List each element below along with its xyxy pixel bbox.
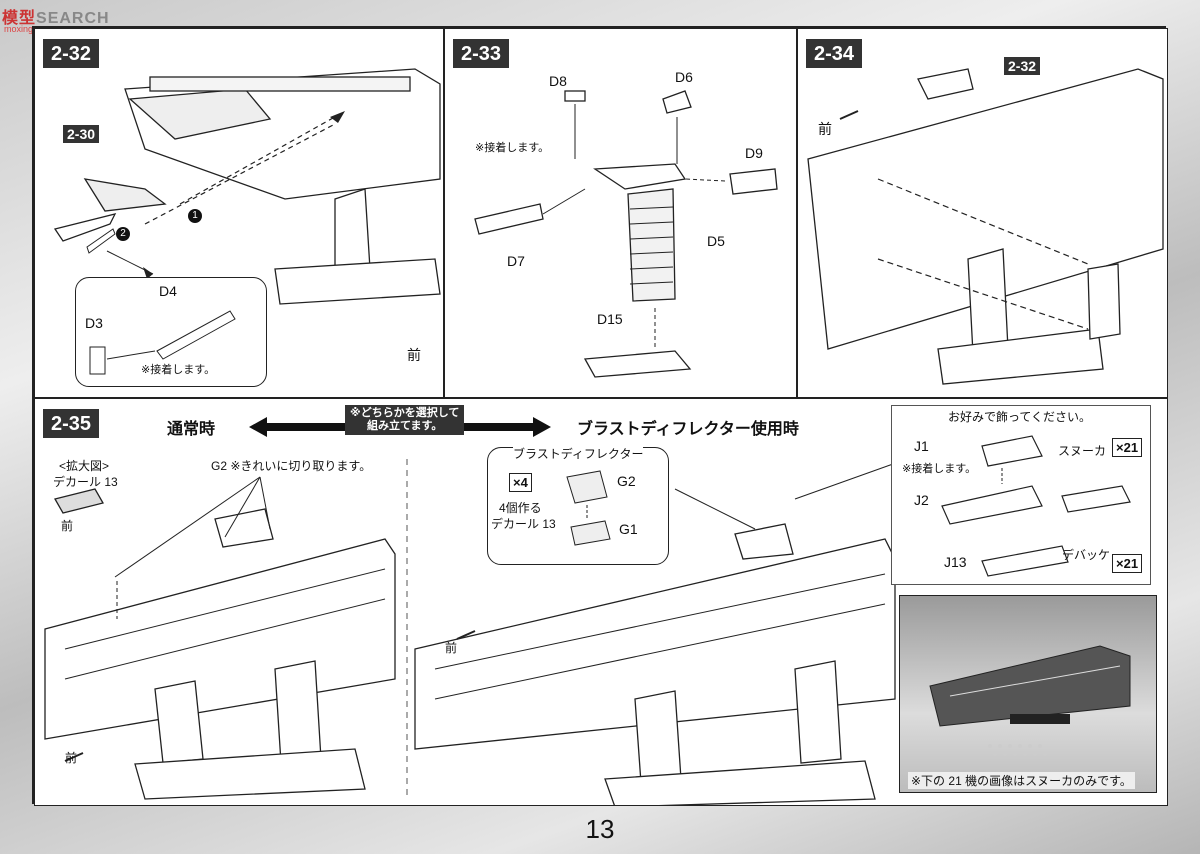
decor-note: お好みで飾ってください。 (948, 410, 1092, 424)
qty-x4: ×4 (509, 473, 532, 492)
part-d5: D5 (707, 233, 725, 249)
panel-step-2-33: 2-33 D8 (444, 28, 797, 398)
deflector-parts (566, 470, 611, 546)
step-number: 2-32 (43, 39, 100, 68)
qty-debakke: ×21 (1112, 554, 1143, 573)
label-normal: 通常時 (167, 421, 216, 438)
completed-model-photo: ※下の 21 機の画像はスヌーカのみです。 (899, 595, 1157, 793)
deflector-callout (487, 447, 669, 565)
marker-1: 1 (187, 207, 202, 224)
step-number: 2-34 (806, 39, 863, 68)
choose-note: ※どちらかを選択して 組み立てます。 (345, 405, 465, 435)
part-d9: D9 (745, 145, 763, 161)
panel-step-2-32: 2-32 2-30 1 2 D3 (34, 28, 444, 398)
part-d6: D6 (675, 69, 693, 85)
part-g2: G2 (617, 473, 636, 489)
part-d7: D7 (507, 253, 525, 269)
bridge-drawing (474, 90, 778, 378)
fighters-drawing (941, 435, 1131, 577)
enlarged-label: <拡大図> (59, 459, 110, 473)
glue-note: ※接着します。 (141, 364, 216, 376)
part-d8: D8 (549, 73, 567, 89)
ships-drawing (44, 448, 1056, 805)
optional-box: お好みで飾ってください。 J1 ※接着します。 J2 J13 スヌーカ ×21 … (891, 405, 1151, 585)
deflector-title: ブラストディフレクター (513, 445, 644, 462)
part-d15: D15 (597, 311, 623, 327)
page-number: 13 (585, 814, 615, 844)
qty-snuka: ×21 (1112, 438, 1143, 457)
part-g1: G1 (619, 521, 638, 537)
glue-note: ※接着します。 (475, 142, 550, 154)
make-4-label: 4個作る (499, 501, 542, 515)
watermark-search: SEARCH (36, 10, 110, 27)
part-d3: D3 (85, 315, 103, 331)
ship-drawing (807, 68, 1164, 385)
instruction-sheet: 2-32 2-30 1 2 D3 (32, 26, 1168, 806)
part-j1: J1 (914, 438, 929, 454)
step-number: 2-35 (43, 409, 100, 438)
front-label-right: 前 (445, 641, 458, 655)
snuka-label: スヌーカ (1058, 444, 1107, 458)
front-label-detail: 前 (61, 519, 74, 533)
g2-note: G2 ※きれいに切り取ります。 (211, 459, 372, 473)
watermark-brand: 模型 (2, 10, 37, 27)
photo-caption: ※下の 21 機の画像はスヌーカのみです。 (908, 772, 1135, 789)
watermark: 模型SEARCH (2, 4, 110, 28)
label-ref-2-32: 2-32 (1004, 57, 1041, 75)
panel-step-2-34: 2-34 2-32 前 (797, 28, 1168, 398)
decal-13-label: デカール 13 (53, 475, 118, 489)
decal-13-label-2: デカール 13 (491, 517, 556, 531)
part-j13: J13 (944, 554, 967, 570)
glue-note: ※接着します。 (902, 463, 977, 475)
part-d4-drawing (89, 310, 236, 375)
front-label-left: 前 (65, 751, 78, 765)
part-j2: J2 (914, 492, 929, 508)
front-label: 前 (407, 347, 421, 363)
label-ref-2-30: 2-30 (63, 125, 100, 143)
marker-2: 2 (115, 225, 130, 242)
detail-callout (75, 277, 267, 387)
debakke-label: デバッケ (1062, 548, 1111, 562)
step-number: 2-33 (453, 39, 510, 68)
model-photo-drawing (929, 645, 1131, 756)
panel-step-2-35: 2-35 通常時 ※どちらかを選択して 組み立てます。 ブラストディフレクター使… (34, 398, 1168, 806)
front-label: 前 (818, 121, 832, 137)
label-deflector-use: ブラストディフレクター使用時 (577, 421, 799, 438)
part-d4: D4 (159, 283, 177, 299)
ship-drawing (53, 68, 441, 375)
